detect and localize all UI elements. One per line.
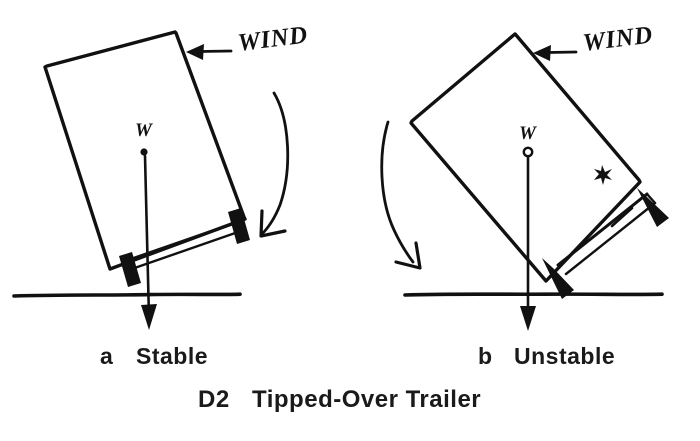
trailer-frame-hitch-right bbox=[610, 206, 634, 228]
weight-label-left: W bbox=[135, 120, 152, 141]
wheel-right-near bbox=[542, 258, 574, 299]
trailer-frame-left bbox=[124, 229, 243, 273]
wheel-left-far bbox=[228, 208, 250, 244]
panel-b-label: Unstable bbox=[514, 343, 616, 369]
ground-line-right bbox=[403, 292, 664, 297]
panel-b-letter: b bbox=[478, 343, 493, 369]
center-of-gravity-dot-right bbox=[522, 146, 534, 158]
wind-arrow-head-right bbox=[533, 45, 551, 61]
weight-vector-left bbox=[143, 154, 151, 320]
rotation-arrow-head-left bbox=[259, 209, 287, 238]
center-of-gravity-dot-left bbox=[140, 148, 148, 156]
panel-a-stable bbox=[12, 30, 290, 330]
trailer-axle-right bbox=[556, 192, 649, 267]
wind-arrow-head-left bbox=[186, 44, 204, 60]
wheel-left-near bbox=[119, 252, 141, 287]
trailer-frame-end-right bbox=[645, 192, 657, 205]
trailer-frame-right bbox=[564, 201, 657, 276]
figure-caption-title: Tipped-Over Trailer bbox=[252, 386, 482, 413]
wheel-right-far bbox=[637, 188, 669, 227]
weight-arrowhead-left bbox=[141, 304, 157, 330]
weight-arrowhead-right bbox=[520, 306, 536, 331]
trailer-body-right bbox=[409, 32, 642, 283]
asterisk-mark-right bbox=[594, 165, 612, 185]
ground-line-left bbox=[12, 292, 242, 298]
trailer-axle-left bbox=[121, 220, 240, 264]
rotation-arrow-curve-right bbox=[380, 120, 415, 264]
rotation-arrow-head-right bbox=[394, 241, 422, 270]
figure-caption-number: D2 bbox=[198, 386, 230, 413]
panel-a-label: Stable bbox=[136, 343, 209, 369]
panel-a-letter: a bbox=[100, 343, 114, 369]
rotation-arrow-curve-left bbox=[260, 91, 290, 236]
weight-label-right: W bbox=[519, 123, 536, 144]
panel-b-unstable bbox=[380, 32, 669, 331]
